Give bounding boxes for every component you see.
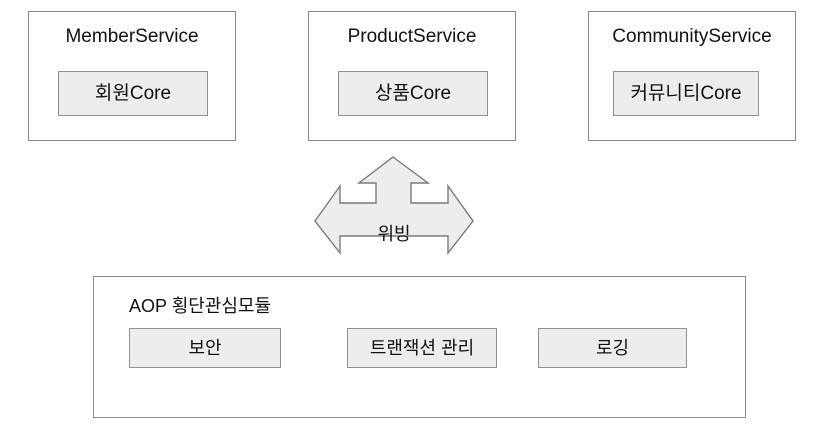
core-label-community: 커뮤니티Core	[630, 82, 742, 104]
aop-panel: AOP 횡단관심모듈 보안 트랜잭션 관리 로깅	[93, 276, 746, 418]
aop-module-transaction: 트랜잭션 관리	[347, 328, 497, 368]
service-box-community: CommunityService 커뮤니티Core	[588, 11, 796, 141]
aop-module-security: 보안	[129, 328, 281, 368]
core-box-member: 회원Core	[58, 71, 208, 116]
service-title-member: MemberService	[65, 26, 199, 47]
aop-module-label-security: 보안	[188, 337, 222, 358]
core-label-product: 상품Core	[374, 82, 452, 104]
core-box-product: 상품Core	[338, 71, 488, 116]
service-box-product: ProductService 상품Core	[308, 11, 516, 141]
aop-module-label-logging: 로깅	[595, 337, 630, 358]
weaving-arrow: 위빙	[310, 152, 478, 258]
aop-module-label-transaction: 트랜잭션 관리	[369, 337, 475, 358]
service-title-community: CommunityService	[612, 26, 772, 47]
service-title-product: ProductService	[347, 26, 477, 47]
aop-panel-title: AOP 횡단관심모듈	[129, 296, 272, 316]
service-box-member: MemberService 회원Core	[28, 11, 236, 141]
aop-module-logging: 로깅	[538, 328, 687, 368]
core-box-community: 커뮤니티Core	[613, 71, 759, 116]
core-label-member: 회원Core	[94, 82, 172, 104]
weaving-arrow-shape	[314, 156, 474, 256]
